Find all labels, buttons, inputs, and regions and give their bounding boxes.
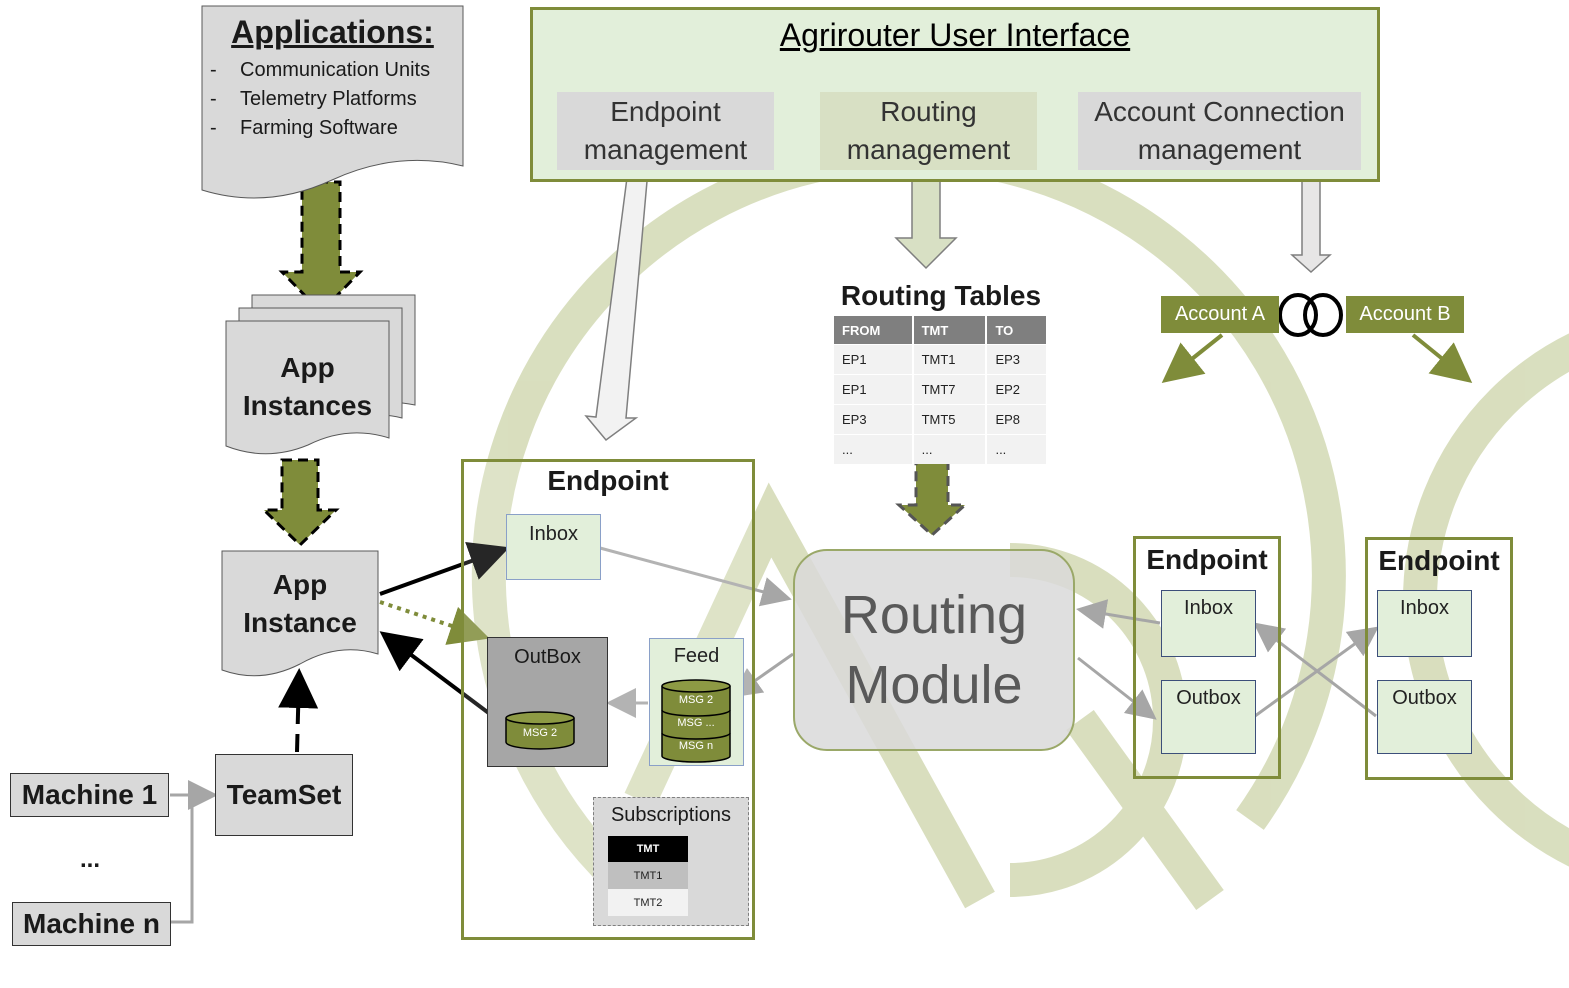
endpoint-3-outbox[interactable]: Outbox [1377, 680, 1472, 754]
app-instances-label: App Instances [242, 352, 373, 421]
olive-arrow-apps [278, 180, 364, 315]
list-item: - Farming Software [210, 117, 398, 139]
olive-arrow-instances [260, 458, 340, 548]
routing-module[interactable]: Routing Module [793, 549, 1075, 751]
endpoint-2-inbox[interactable]: Inbox [1161, 590, 1256, 657]
app-instances-doc-shape [225, 320, 390, 455]
subscriptions-title: Subscriptions [610, 804, 732, 826]
arrow-account-b [1411, 333, 1473, 384]
svg-text:MSG n: MSG n [679, 740, 713, 752]
subscriptions-table: TMT TMT1 TMT2 [608, 836, 688, 916]
arrow-ep2-inbox-to-routing [1076, 599, 1161, 629]
column-header: TMT [912, 316, 988, 345]
list-item: - Telemetry Platforms [210, 88, 417, 110]
endpoint-2-outbox[interactable]: Outbox [1161, 680, 1256, 754]
endpoint-main-title: Endpoint [547, 465, 669, 496]
arrow-ep2-outbox-to-ep3-inbox [1254, 626, 1379, 718]
arrow-ep3-outbox-to-ep2-inbox [1253, 622, 1377, 718]
olive-arrow-routing [895, 458, 969, 538]
endpoint-management-button[interactable]: Endpoint management [557, 92, 774, 170]
arrow-account-a [1161, 333, 1224, 383]
table-row: ......... [834, 434, 1048, 464]
arrow-outbox-to-app [379, 631, 508, 728]
arrow-inbox-to-routing [599, 546, 792, 607]
applications-block: Applications: - Communication Units - Te… [202, 10, 463, 143]
endpoint-2-title: Endpoint [1146, 544, 1268, 575]
app-instance-doc-shape [221, 550, 379, 677]
link-rings-icon [1278, 293, 1343, 337]
endpoint-3-inbox[interactable]: Inbox [1377, 590, 1472, 657]
endpoint-3 [1365, 537, 1513, 780]
account-a-button[interactable]: Account A [1161, 296, 1279, 333]
app-instance-label[interactable]: App Instance [243, 569, 357, 638]
arrow-teamset-to-app [278, 668, 319, 753]
applications-list: - Communication Units - Telemetry Platfo… [202, 56, 463, 143]
column-header: TMT [608, 836, 688, 862]
endpoint-2 [1133, 536, 1281, 779]
svg-text:MSG 2: MSG 2 [679, 694, 713, 706]
table-row: TMT2 [608, 889, 688, 916]
arrow-app-to-inbox [379, 542, 510, 596]
page-title: Agrirouter User Interface [779, 16, 1131, 53]
arrow-routing-mgmt [894, 169, 958, 270]
svg-text:MSG 2: MSG 2 [523, 727, 557, 739]
endpoint-3-title: Endpoint [1378, 545, 1500, 576]
svg-text:MSG ...: MSG ... [677, 717, 714, 729]
applications-title: Applications: [231, 14, 434, 50]
arrow-routing-to-feed [731, 652, 794, 698]
arrow-endpoint-mgmt [584, 169, 649, 442]
account-connection-management-button[interactable]: Account Connection management [1078, 92, 1361, 170]
feed-message-db-icon: MSG 2 MSG ... MSG n [661, 679, 731, 763]
column-header: TO [986, 316, 1048, 345]
teamset-box[interactable]: TeamSet [215, 754, 353, 836]
machines-ellipsis: ... [79, 846, 100, 873]
applications-doc-shape [201, 5, 464, 199]
outbox-message-db-icon: MSG 2 [505, 711, 575, 750]
account-b-button[interactable]: Account B [1346, 296, 1464, 333]
machine-1-box[interactable]: Machine 1 [10, 773, 169, 817]
routing-management-button[interactable]: Routing management [820, 92, 1037, 170]
endpoint-main-inbox[interactable]: Inbox [506, 514, 601, 580]
machine-n-box[interactable]: Machine n [12, 902, 171, 946]
table-row: TMT1 [608, 862, 688, 889]
arrow-routing-to-ep2-outbox [1077, 656, 1157, 720]
arrow-account-mgmt [1290, 169, 1332, 274]
list-item: - Communication Units [210, 59, 431, 81]
connector-machine-n [170, 793, 205, 924]
column-header: FROM [834, 316, 914, 345]
routing-tables-title: Routing Tables [840, 280, 1042, 311]
